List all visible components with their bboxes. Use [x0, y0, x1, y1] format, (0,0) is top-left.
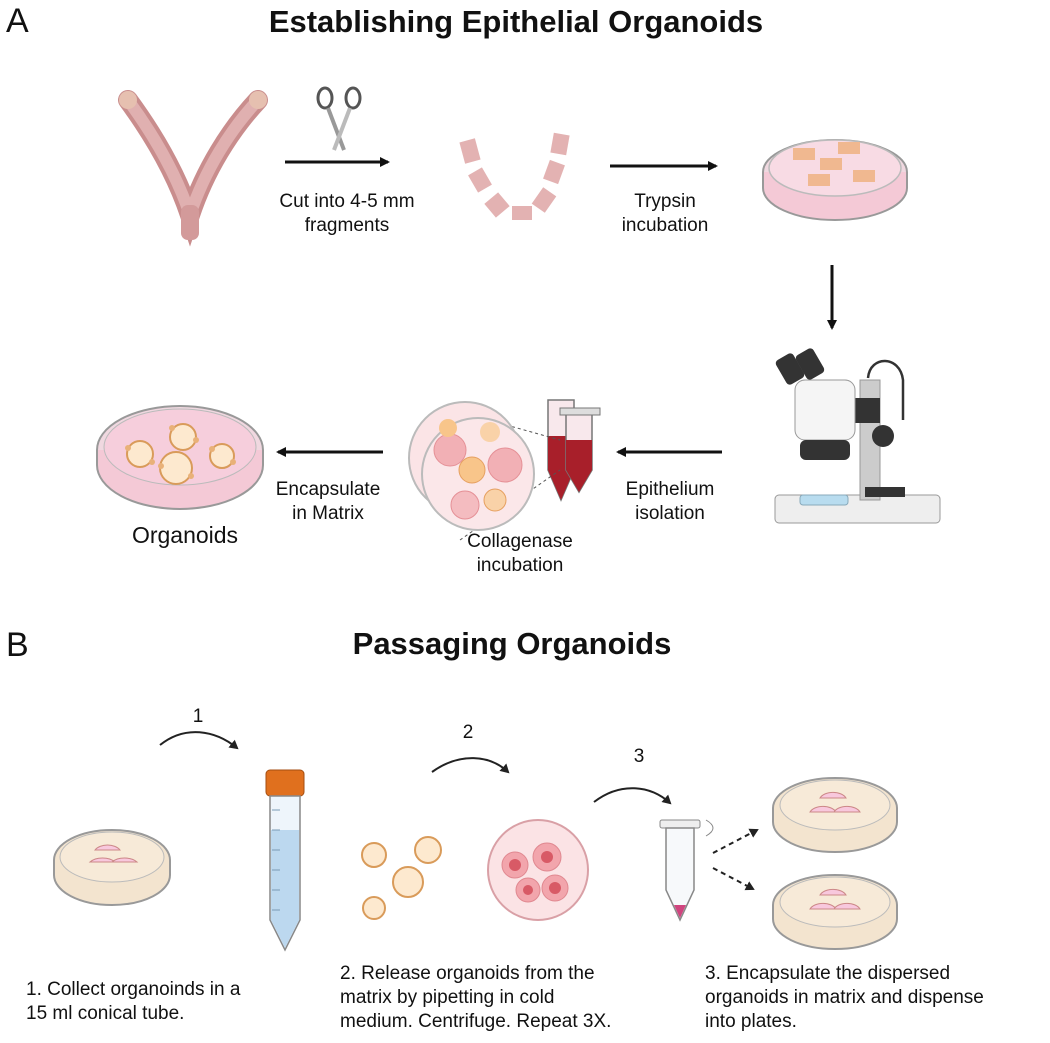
tubes-icon — [547, 399, 601, 502]
organoid-dish-icon — [96, 405, 264, 510]
panel-letter-a: A — [6, 2, 29, 40]
scissors-icon — [316, 86, 362, 151]
cells-magnified-icon — [408, 401, 561, 541]
microscope-icon — [774, 348, 941, 524]
panel-b-title: Passaging Organoids — [352, 626, 672, 661]
panel-letter-b: B — [6, 626, 29, 664]
petri-dish-icon — [762, 139, 908, 221]
organoids-label: Organoids — [131, 522, 239, 548]
step1-arrow — [159, 731, 239, 750]
panel-a-title: Establishing Epithelial Organoids — [268, 4, 764, 39]
dispense-arrow-up — [712, 828, 759, 854]
dish-icon — [53, 829, 171, 906]
organoid-cluster-icon — [361, 836, 442, 920]
tissue-fragments-icon — [459, 132, 570, 220]
microtube-icon — [659, 819, 714, 922]
step-number-2: 2 — [462, 722, 474, 743]
uterus-icon — [118, 90, 268, 247]
plate-icon — [772, 874, 898, 950]
plate-icon — [772, 777, 898, 853]
conical-tube-icon — [265, 769, 305, 952]
step-number-1: 1 — [192, 706, 204, 727]
cell-circle-icon — [487, 819, 589, 921]
dispense-arrow-down — [712, 867, 755, 891]
step2-arrow — [431, 757, 510, 774]
step3-arrow — [593, 787, 672, 805]
step-number-3: 3 — [633, 746, 645, 767]
